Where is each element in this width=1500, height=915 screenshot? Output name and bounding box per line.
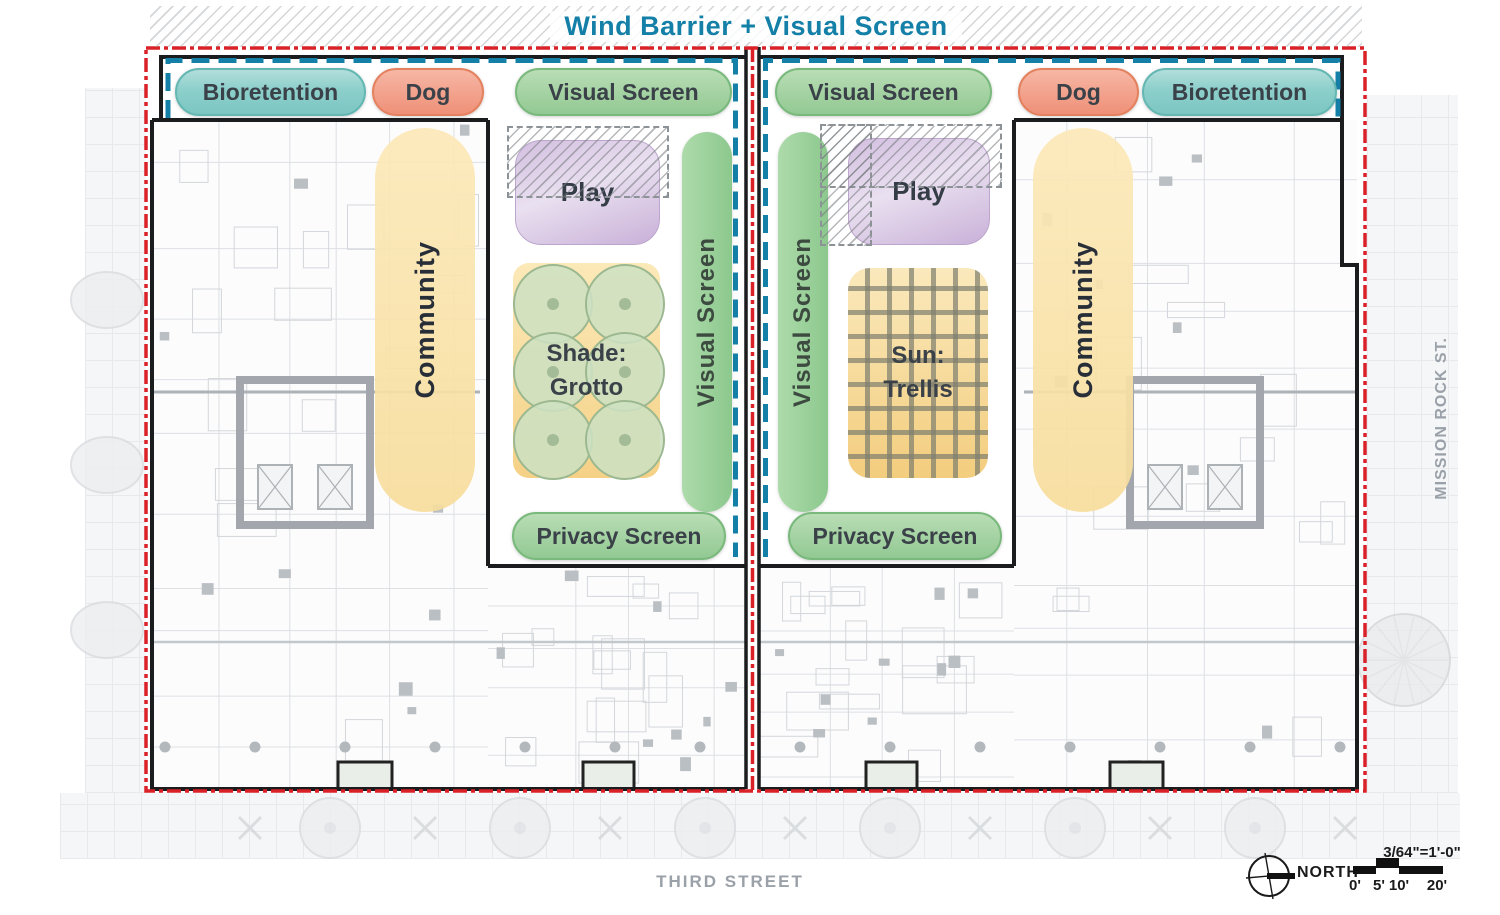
street-label-text: MISSION ROCK ST. <box>1433 336 1450 500</box>
zone-label: Privacy Screen <box>536 522 702 549</box>
zone-community-right: Community <box>1033 128 1133 512</box>
wind-barrier-hatch: Wind Barrier + Visual Screen <box>150 6 1362 47</box>
north-arrow-icon <box>1245 852 1295 900</box>
zone-privacy-screen-left: Privacy Screen <box>512 512 726 560</box>
scale-bar-segment <box>1376 858 1399 866</box>
zone-label: Sun: Trellis <box>848 268 988 478</box>
zone-label: Visual Screen <box>789 237 816 407</box>
zone-label: Shade: Grotto <box>513 263 660 478</box>
play-hatch-left <box>507 126 669 198</box>
scale-tick: 10' <box>1388 877 1410 894</box>
shade-line2: Grotto <box>549 373 624 401</box>
zone-label: Visual Screen <box>548 78 699 105</box>
zone-visual-screen-top-left: Visual Screen <box>515 68 732 116</box>
zone-label: Visual Screen <box>693 237 720 407</box>
play-hatch-right-left <box>820 124 872 246</box>
plan-title: Wind Barrier + Visual Screen <box>550 11 962 42</box>
zone-dog-left: Dog <box>372 68 484 116</box>
sun-line1: Sun: <box>891 342 945 370</box>
scale-bar <box>1353 866 1443 868</box>
zone-shade-grotto: Shade: Grotto <box>513 263 665 480</box>
zone-privacy-screen-right: Privacy Screen <box>788 512 1002 560</box>
zone-bioretention-right: Bioretention <box>1142 68 1337 116</box>
zone-label: Community <box>1067 241 1098 399</box>
zone-dog-right: Dog <box>1018 68 1139 116</box>
street-label-third: THIRD STREET <box>656 872 804 891</box>
zone-label: Dog <box>405 78 451 105</box>
zone-sun-trellis: Sun: Trellis <box>848 268 988 478</box>
scale-tick: 20' <box>1426 877 1448 894</box>
zone-community-left: Community <box>375 128 475 512</box>
sidewalk-west <box>85 88 146 793</box>
zone-label: Community <box>409 241 440 399</box>
scale-tick: 0' <box>1349 877 1361 894</box>
zone-label: Visual Screen <box>808 78 959 105</box>
shade-line1: Shade: <box>546 339 627 367</box>
zone-label: Privacy Screen <box>812 522 978 549</box>
zone-label: Bioretention <box>1171 78 1308 105</box>
zone-label: Dog <box>1056 78 1101 105</box>
zone-visual-screen-top-right: Visual Screen <box>775 68 992 116</box>
scale-tick: 5' <box>1373 877 1385 894</box>
zone-bioretention-left: Bioretention <box>175 68 366 116</box>
scale-bar-segment <box>1399 866 1443 874</box>
street-label-mission-rock: MISSION ROCK ST. <box>1424 336 1460 500</box>
scale-bar-segment <box>1353 866 1376 874</box>
scale-ratio: 3/64"=1'-0" <box>1383 844 1461 861</box>
zone-visual-screen-side-left: Visual Screen <box>682 132 732 512</box>
zone-label: Bioretention <box>202 78 339 105</box>
sun-line2: Trellis <box>883 376 953 403</box>
north-label: NORTH <box>1297 864 1359 881</box>
